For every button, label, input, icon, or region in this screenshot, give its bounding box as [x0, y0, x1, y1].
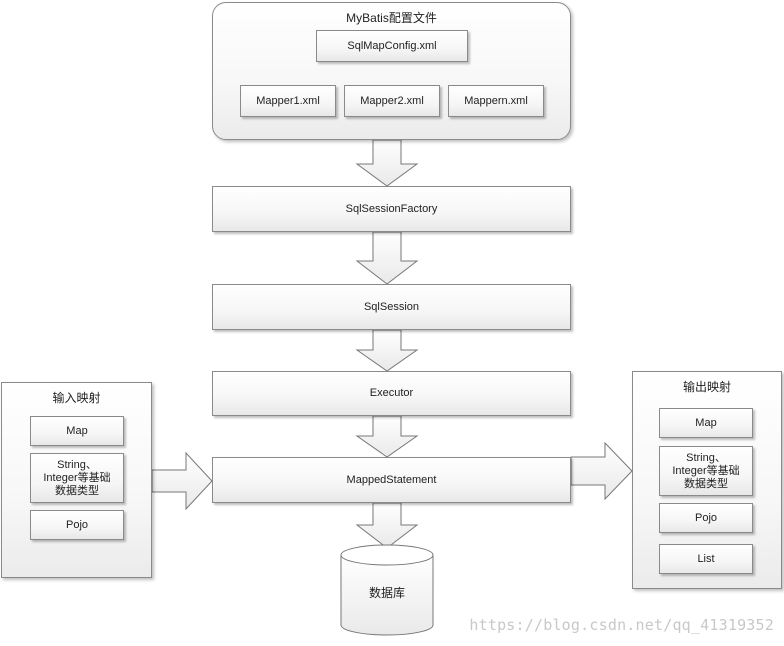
- mapper1-box[interactable]: Mapper1.xml: [240, 85, 336, 117]
- mappedstatement-box[interactable]: MappedStatement: [212, 457, 571, 503]
- database-cylinder: [340, 544, 434, 636]
- sqlsession-box[interactable]: SqlSession: [212, 284, 571, 330]
- output-list-label: List: [697, 552, 715, 565]
- sqlsessionfactory-label: SqlSessionFactory: [345, 202, 438, 215]
- output-list-box[interactable]: List: [659, 544, 753, 574]
- output-pojo-box[interactable]: Pojo: [659, 503, 753, 533]
- mappern-label: Mappern.xml: [464, 94, 528, 107]
- mapper2-box[interactable]: Mapper2.xml: [344, 85, 440, 117]
- sqlmapconfig-box[interactable]: SqlMapConfig.xml: [316, 30, 468, 62]
- config-panel: MyBatis配置文件: [212, 2, 571, 140]
- sqlsession-label: SqlSession: [363, 300, 420, 313]
- input-pojo-box[interactable]: Pojo: [30, 510, 124, 540]
- down-arrow-5: [355, 502, 419, 549]
- executor-label: Executor: [369, 387, 414, 399]
- output-basic-types-box[interactable]: String、 Integer等基础 数据类型: [659, 446, 753, 496]
- mapper2-label: Mapper2.xml: [360, 94, 424, 107]
- output-mapping-title: 输出映射: [682, 380, 731, 394]
- sqlmapconfig-label: SqlMapConfig.xml: [347, 39, 437, 52]
- down-arrow-3: [355, 329, 419, 372]
- mappedstatement-label: MappedStatement: [346, 473, 437, 486]
- right-arrow-input: [151, 451, 213, 511]
- executor-box[interactable]: Executor: [212, 371, 571, 416]
- input-map-label: Map: [66, 424, 88, 437]
- output-pojo-label: Pojo: [694, 511, 718, 524]
- watermark: https://blog.csdn.net/qq_41319352: [469, 616, 774, 634]
- output-map-box[interactable]: Map: [659, 408, 753, 438]
- mapper1-label: Mapper1.xml: [256, 94, 320, 107]
- down-arrow-1: [355, 139, 419, 187]
- input-pojo-label: Pojo: [65, 518, 89, 531]
- database-label: 数据库: [368, 586, 405, 600]
- down-arrow-2: [355, 231, 419, 285]
- output-map-label: Map: [695, 416, 717, 429]
- input-mapping-title: 输入映射: [52, 391, 101, 405]
- mappern-box[interactable]: Mappern.xml: [448, 85, 544, 117]
- sqlsessionfactory-box[interactable]: SqlSessionFactory: [212, 186, 571, 232]
- down-arrow-4: [355, 415, 419, 458]
- output-basic-types-label: String、 Integer等基础 数据类型: [672, 451, 740, 490]
- input-basic-types-label: String、 Integer等基础 数据类型: [43, 458, 111, 497]
- right-arrow-output: [570, 441, 633, 501]
- input-basic-types-box[interactable]: String、 Integer等基础 数据类型: [30, 453, 124, 503]
- config-panel-title: MyBatis配置文件: [346, 11, 437, 25]
- input-map-box[interactable]: Map: [30, 416, 124, 446]
